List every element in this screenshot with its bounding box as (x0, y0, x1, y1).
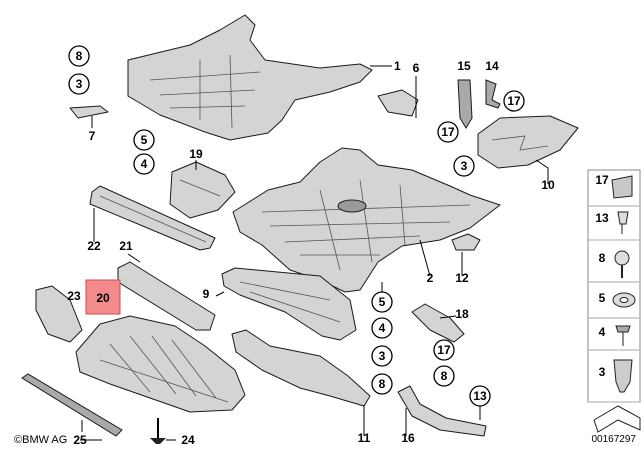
callout-10: 10 (541, 178, 555, 192)
part-7-clip[interactable] (69, 105, 109, 119)
callout-3: 3 (76, 77, 83, 91)
callout-21: 21 (119, 239, 133, 253)
screw-anchor-icon (613, 359, 633, 393)
callout-22: 22 (87, 239, 101, 253)
callout-17: 17 (441, 125, 455, 139)
callout-2: 2 (427, 271, 434, 285)
callout-5: 5 (379, 295, 386, 309)
callout-8: 8 (76, 49, 83, 63)
part-10-rear-shield[interactable] (477, 115, 579, 169)
part-24-screw[interactable] (150, 418, 166, 444)
document-id: 00167297 (591, 434, 637, 445)
highlight-box-part-20 (85, 279, 121, 315)
callout-13: 13 (473, 389, 487, 403)
callout-23: 23 (67, 289, 81, 303)
callout-17: 17 (507, 94, 521, 108)
part-6-bracket[interactable] (377, 89, 419, 117)
callout-4: 4 (379, 321, 386, 335)
callout-4: 4 (141, 157, 148, 171)
callout-25: 25 (73, 433, 87, 447)
callout-5: 5 (141, 133, 148, 147)
callout-17: 17 (437, 343, 451, 357)
legend-8: 8 (599, 251, 606, 265)
callout-9: 9 (203, 287, 210, 301)
callout-12: 12 (455, 271, 469, 285)
part-1-underbody-panel[interactable] (127, 14, 373, 141)
callout-6: 6 (413, 61, 420, 75)
part-16-curved-guard[interactable] (397, 385, 487, 437)
part-11-rib[interactable] (231, 329, 371, 407)
callout-8: 8 (441, 369, 448, 383)
clip-nut-icon (611, 175, 633, 199)
part-19-bracket[interactable] (169, 161, 236, 219)
callout-11: 11 (358, 431, 371, 445)
part-14-bracket[interactable] (485, 79, 501, 109)
push-rivet-icon (617, 211, 629, 234)
fastener-legend: 17 13 8 5 4 3 (587, 169, 641, 433)
legend-3: 3 (599, 365, 606, 379)
legend-17: 17 (595, 173, 609, 187)
bolt-icon (615, 325, 631, 346)
part-22-front-bar[interactable] (89, 185, 216, 251)
callout-1: 1 (394, 59, 401, 73)
legend-5: 5 (599, 291, 606, 305)
part-18-bracket[interactable] (411, 303, 465, 343)
callout-7: 7 (89, 129, 96, 143)
legend-4: 4 (599, 325, 606, 339)
expanding-rivet-icon (614, 250, 630, 266)
part-15-bracket[interactable] (457, 79, 473, 129)
part-front-splash-shield[interactable] (75, 315, 246, 413)
callout-20: 20 (96, 291, 110, 305)
direction-arrow-icon (593, 405, 641, 433)
part-23-side-cover[interactable] (35, 285, 83, 343)
callout-3: 3 (379, 349, 386, 363)
callout-16: 16 (401, 431, 415, 445)
callout-24: 24 (181, 433, 195, 447)
part-25-strip[interactable] (21, 373, 123, 437)
callout-labels: 8 3 7 5 4 19 1 6 15 14 17 17 3 10 22 21 … (67, 45, 555, 447)
legend-13: 13 (595, 211, 609, 225)
callout-15: 15 (457, 59, 471, 73)
brand-label: ©BMW AG (14, 434, 68, 446)
callout-3: 3 (461, 159, 468, 173)
part-9-side-panel[interactable] (221, 267, 357, 341)
callout-8: 8 (379, 377, 386, 391)
callout-19: 19 (189, 147, 203, 161)
callout-18: 18 (455, 307, 469, 321)
part-12-cover[interactable] (451, 233, 481, 251)
callout-14: 14 (485, 59, 499, 73)
